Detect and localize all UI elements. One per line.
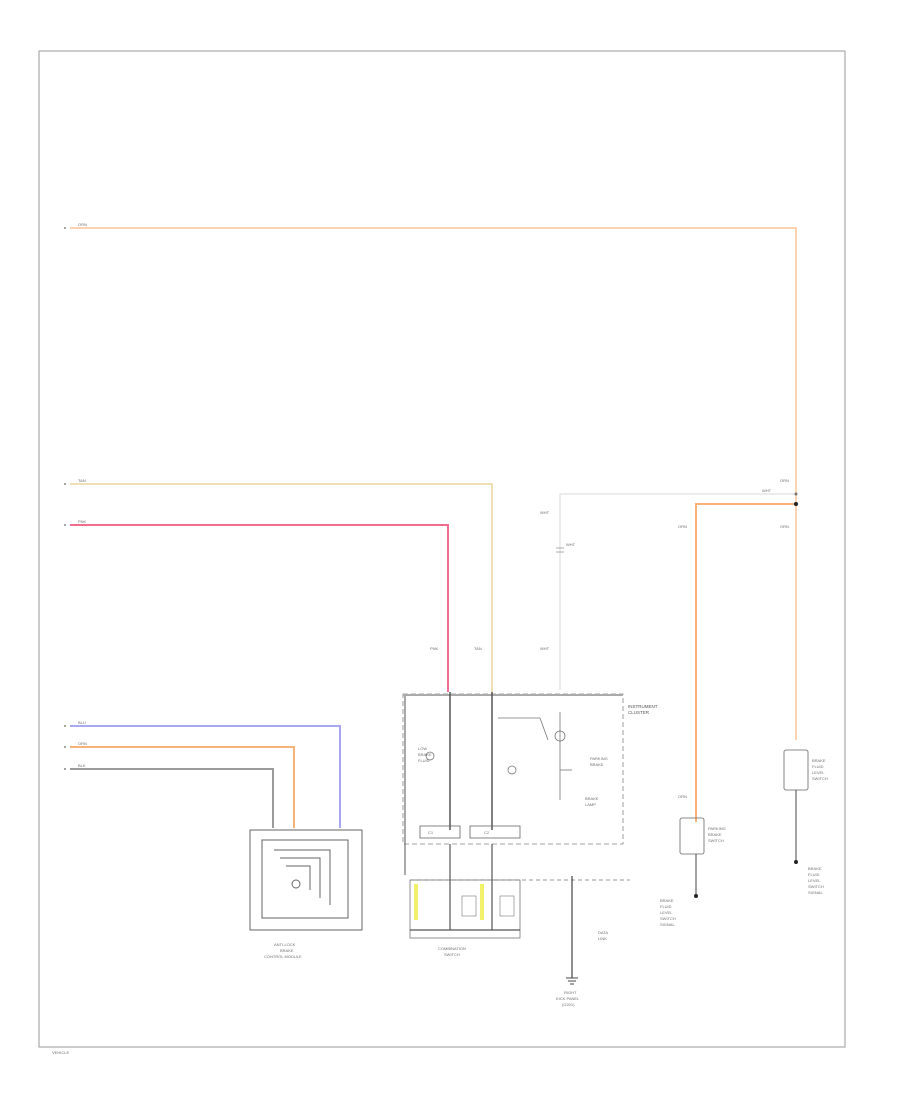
label-blk-left: BLK: [78, 763, 86, 768]
ic-conn-1: C1: [428, 830, 434, 835]
ground-symbol: [566, 876, 578, 985]
splice-dot: [794, 860, 798, 864]
wires: [70, 227, 797, 828]
gnd-label-3: (G201): [562, 1002, 575, 1007]
note-2: FLUID: [660, 904, 672, 909]
park-sw-2: BRAKE: [708, 832, 722, 837]
switch-contact: [556, 547, 564, 553]
ic-title-2: CLUSTER: [628, 710, 650, 715]
note-5: SIGNAL: [660, 922, 675, 927]
note-3: LEVEL: [660, 910, 673, 915]
ic-lamp-5: BRAKE: [590, 762, 604, 767]
wire-gray-left: [70, 768, 274, 828]
splice-dot: [794, 502, 798, 506]
wire-orange-left: [70, 746, 295, 828]
wire-ends: [64, 227, 66, 770]
wire-orange-top: [70, 227, 797, 740]
label-orn-v3: ORN: [678, 524, 687, 529]
label-pnk-v: PNK: [430, 646, 439, 651]
fluid-sw-1: BRAKE: [812, 758, 826, 763]
label-orn-v4: ORN: [678, 794, 687, 799]
note-r5: SIGNAL: [808, 890, 823, 895]
ic-lamp-3: FLUID: [418, 758, 430, 763]
fluid-sw-2: FLUID: [812, 764, 824, 769]
wire-tan: [70, 483, 493, 692]
ic-conn-2: C2: [484, 830, 490, 835]
page-ref: VEHICLE: [52, 1050, 69, 1055]
ic-warn-1: BRAKE: [585, 796, 599, 801]
jb-label-2: SWITCH: [444, 952, 460, 957]
label-wht-c: WHT: [566, 542, 576, 547]
gnd-note-2: LINK: [598, 936, 607, 941]
splice-dot: [794, 492, 798, 496]
gnd-label-1: RIGHT: [564, 990, 577, 995]
ic-title-1: INSTRUMENT: [628, 704, 658, 709]
jb-label-1: COMBINATION: [438, 946, 466, 951]
gnd-label-2: KICK PANEL: [556, 996, 580, 1001]
note-4: SWITCH: [660, 916, 676, 921]
note-1: BRAKE: [660, 898, 674, 903]
label-tan: TAN: [78, 478, 86, 483]
label-orn-v2: ORN: [780, 524, 789, 529]
ic-lamp-4: PARKING: [590, 756, 608, 761]
abs-label-2: BRAKE: [280, 948, 294, 953]
abs-label-1: ANTI-LOCK: [274, 942, 296, 947]
fluid-sw-4: SWITCH: [812, 776, 828, 781]
label-wht-d: WHT: [540, 646, 550, 651]
label-tan-v: TAN: [474, 646, 482, 651]
wire-blue: [70, 725, 341, 828]
combination-switch: [409, 844, 630, 939]
label-orn-left: ORN: [78, 741, 87, 746]
label-orn-top: ORN: [78, 222, 87, 227]
label-orn-v1: ORN: [780, 478, 789, 483]
fluid-sw-3: LEVEL: [812, 770, 825, 775]
parking-brake-switch: [679, 817, 705, 896]
park-sw-3: SWITCH: [708, 838, 724, 843]
ic-lamp-1: LOW: [418, 746, 427, 751]
note-r3: LEVEL: [808, 878, 821, 883]
wire-orange-mid: [695, 503, 796, 822]
diagram-frame: [38, 50, 846, 1048]
wire-pink: [70, 524, 449, 692]
note-r4: SWITCH: [808, 884, 824, 889]
park-sw-1: PARKING: [708, 826, 726, 831]
abs-label-3: CONTROL MODULE: [264, 954, 302, 959]
label-blu: BLU: [78, 720, 86, 725]
brake-fluid-level-switch: [783, 749, 809, 862]
wire-white: [559, 493, 796, 690]
instrument-cluster: [402, 692, 624, 875]
splice-dot: [694, 894, 698, 898]
label-wht-a: WHT: [762, 488, 772, 493]
gnd-note-1: DATA: [598, 930, 608, 935]
note-r1: BRAKE: [808, 866, 822, 871]
ic-lamp-2: BRAKE: [418, 752, 432, 757]
label-pnk: PNK: [78, 519, 87, 524]
note-r2: FLUID: [808, 872, 820, 877]
ic-warn-2: LAMP: [585, 802, 596, 807]
label-wht-b: WHT: [540, 510, 550, 515]
abs-module: [249, 829, 363, 931]
